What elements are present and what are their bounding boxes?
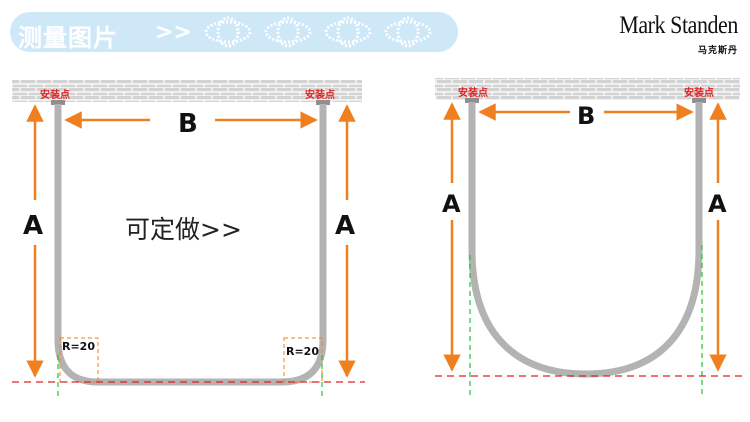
mount-left: [51, 100, 65, 105]
mount-right-right-diagram: [692, 98, 706, 103]
install-point-label-left: 安装点: [40, 88, 70, 101]
header-arrow: >>: [155, 20, 192, 45]
decorative-chain-pattern: [204, 16, 432, 48]
mount-right: [316, 100, 330, 105]
shower-rail-deep-u-shape: [468, 102, 703, 378]
brand-subtitle: 马克斯丹: [697, 46, 738, 56]
dimension-a-label-right-r: A: [708, 190, 727, 218]
header-title: 测量图片: [18, 24, 118, 52]
mount-left-right-diagram: [465, 98, 479, 103]
header-banner: [10, 12, 458, 52]
install-point-label-right-r: 安装点: [684, 86, 714, 99]
dimension-b-label: B: [178, 109, 198, 139]
shower-rail-u-shape: [54, 104, 327, 386]
customizable-caption: 可定做>>: [125, 215, 242, 244]
radius-label-left: R=20: [62, 340, 95, 353]
dimension-b-label-r: B: [577, 102, 595, 130]
dimension-a-label-right: A: [335, 211, 355, 241]
install-point-label-right: 安装点: [305, 88, 335, 101]
brand-logo: Mark Standen: [619, 12, 738, 39]
right-diagram: 安装点 安装点 B A A: [435, 78, 742, 398]
dimension-a-label-left-r: A: [442, 190, 461, 218]
ceiling-bricks-right: [435, 78, 740, 100]
ceiling-bricks-left: [12, 80, 362, 102]
radius-label-right: R=20: [286, 345, 319, 358]
left-diagram: 安装点 安装点 B A A 可定做>> R=20 R=20: [12, 80, 365, 398]
install-point-label-left-r: 安装点: [458, 86, 488, 99]
dimension-a-label-left: A: [23, 211, 43, 241]
